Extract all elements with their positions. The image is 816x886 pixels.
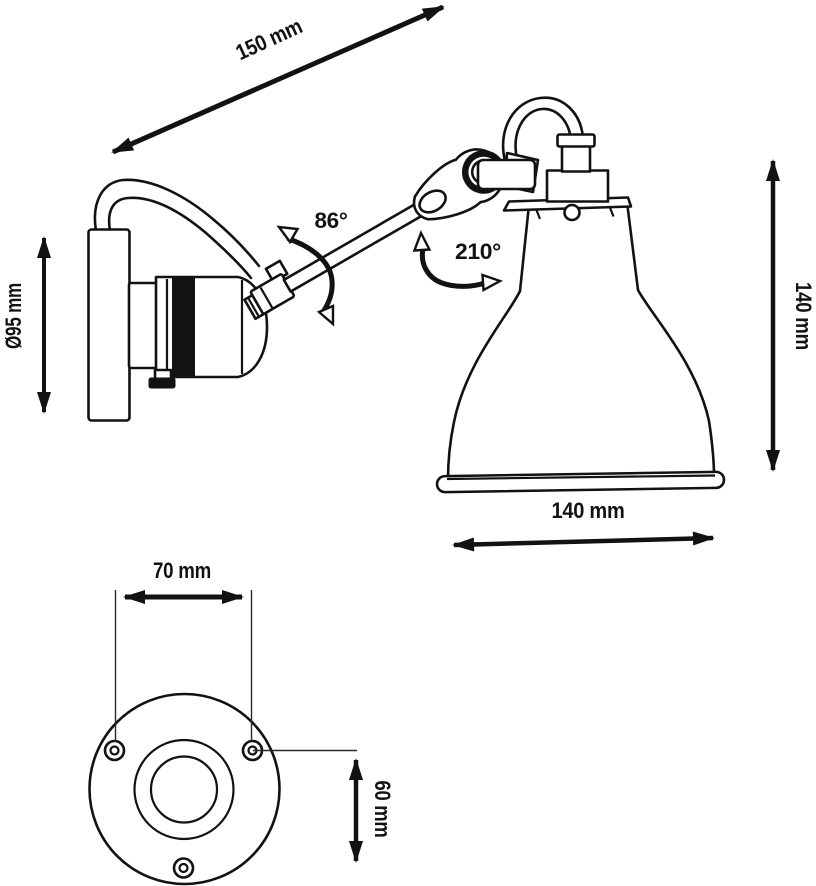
- shade-rim: [435, 470, 726, 494]
- dim-label-hole-offset: 60 mm: [370, 781, 395, 838]
- backplate-bottom-view: [88, 692, 281, 886]
- backplate-outer-circle: [88, 692, 281, 886]
- ferrule-stripe: [247, 298, 260, 317]
- shade-angle-arrowhead-up: [412, 230, 432, 252]
- arm-angle-arc: [286, 236, 335, 315]
- dim-label-shade-angle: 210°: [455, 239, 501, 264]
- screw-hole-bottom: [172, 857, 195, 879]
- pivot-pin: [476, 158, 537, 191]
- backplate-inner-circle: [149, 755, 219, 824]
- cable-outer-line: [93, 178, 261, 268]
- dim-arrow-shade-diameter: [452, 531, 715, 552]
- socket-cover: [545, 169, 610, 203]
- lamp-side-view: [87, 96, 726, 494]
- wall-plate: [87, 228, 131, 422]
- arm-assembly: [243, 148, 506, 321]
- arm-angle-arrowhead-down: [316, 304, 335, 327]
- dim-label-arm-angle: 86°: [315, 208, 348, 233]
- dim-label-shade-diameter: 140 mm: [552, 498, 625, 523]
- screw-hole-left: [103, 739, 126, 762]
- shade-slot-right: [608, 206, 615, 217]
- shade-angle-arc: [419, 246, 488, 289]
- dim-label-hole-spacing: 70 mm: [153, 558, 211, 583]
- lamp-stem: [560, 144, 592, 173]
- sleeve-seam: [259, 286, 274, 309]
- stem-collar: [556, 133, 596, 148]
- shade-angle-arrowhead-right: [481, 273, 503, 292]
- shade-rim-edge: [446, 474, 716, 481]
- dim-label-shade-height: 140 mm: [791, 282, 816, 350]
- dim-label-arm-length: 150 mm: [232, 13, 306, 65]
- shade-screw: [563, 203, 581, 222]
- arm-angle-arrowhead-up: [276, 225, 300, 245]
- cable-inner-line: [107, 196, 253, 280]
- dim-arrow-arm-length: [111, 4, 445, 155]
- shade-slot-left: [534, 208, 542, 220]
- backplate-middle-circle: [133, 738, 235, 841]
- switch-knob: [148, 377, 176, 389]
- socket-black-band: [172, 277, 195, 377]
- socket-neck: [127, 281, 159, 370]
- dim-label-plate-diameter: Ø95 mm: [1, 283, 26, 349]
- arm-oval-hole: [418, 189, 447, 214]
